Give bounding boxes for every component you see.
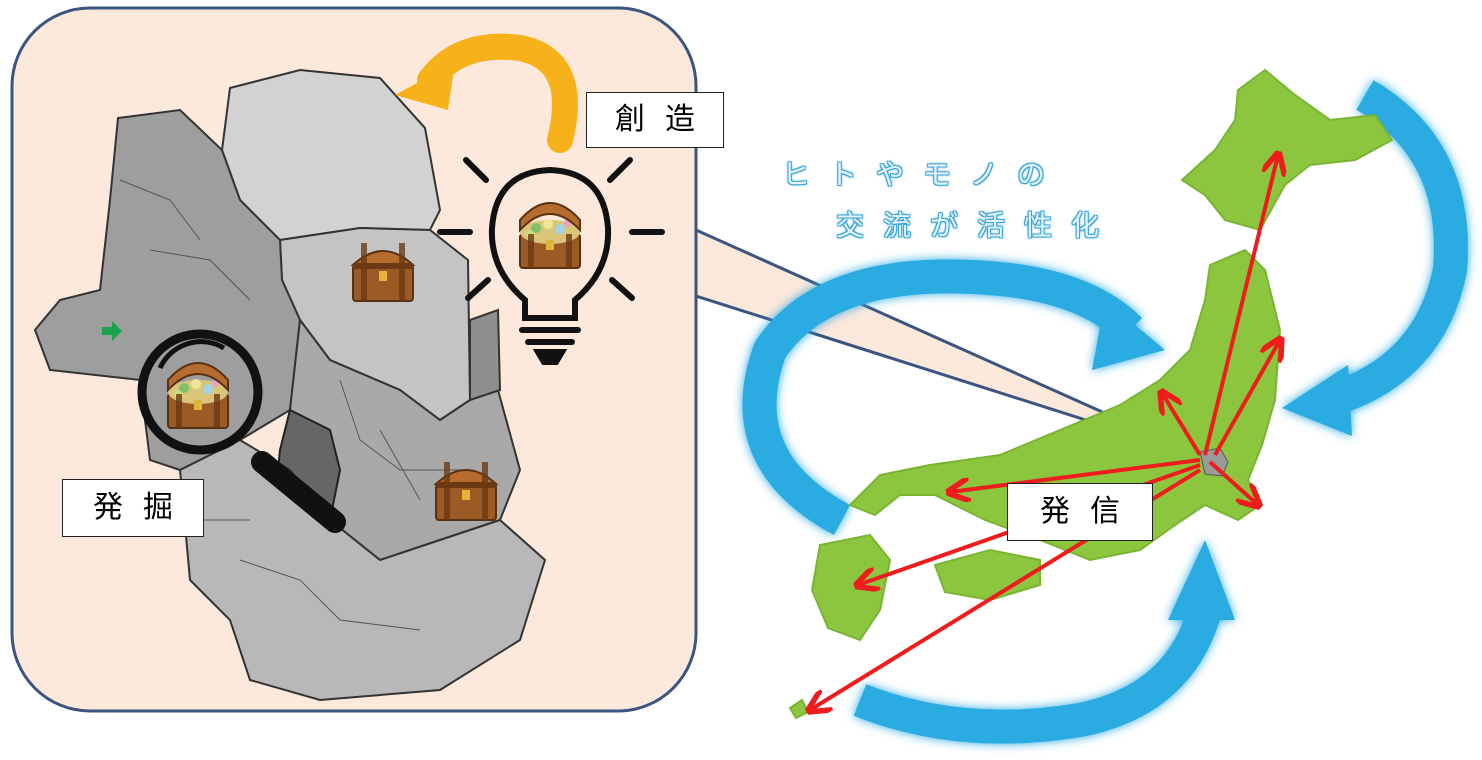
treasure-chest-icon [435,461,497,521]
flow-loop-northeast [1324,80,1468,417]
location-arrow-icon [102,321,122,341]
magnifier-icon [137,329,346,533]
arrow-to-hokuriku [1162,393,1202,457]
send-label: 発信 [1007,483,1153,541]
slogan-line-1: ヒトやモノの [782,158,1065,191]
flow-arrowhead-northeast [1282,365,1352,436]
flow-arrowhead-south [1168,540,1235,620]
lightbulb-icon [437,157,665,365]
slogan-line-2: 交流が活性化 [836,209,1119,242]
okinawa [788,698,810,720]
region-east [469,308,502,402]
flow-arrowhead-west [1092,300,1165,370]
flow-loops [742,80,1468,744]
treasure-chest-icon [352,242,414,302]
arrow-to-tohoku [1213,340,1280,456]
curved-arrow-icon [395,33,578,153]
kyushu [810,533,892,642]
flow-loop-west [742,259,1143,535]
shikoku [933,548,1041,602]
discover-label: 発掘 [62,479,204,537]
arrow-to-hokkaido [1203,155,1278,456]
inner-boundaries [119,179,460,631]
hokkaido [1180,68,1394,232]
arrow-to-east [1208,460,1258,505]
flow-loop-south [853,605,1222,744]
create-label: 創造 [586,92,724,148]
arrow-to-chugoku [950,458,1201,492]
